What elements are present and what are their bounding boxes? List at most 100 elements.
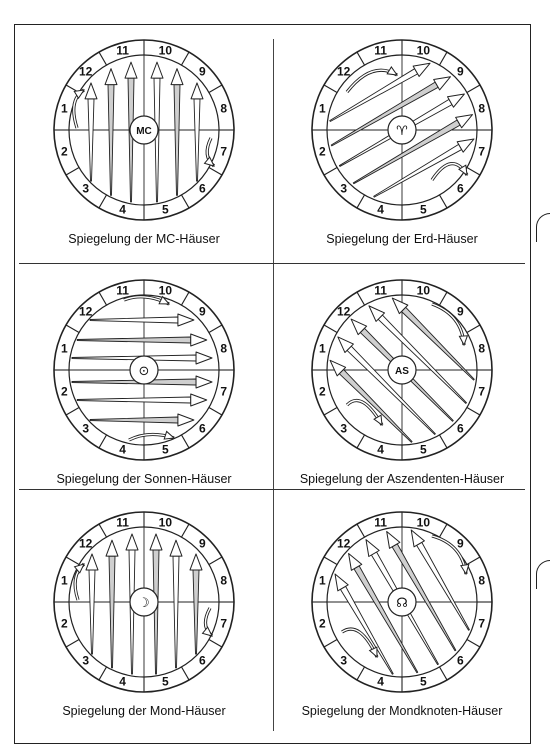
curved-arrow: [73, 562, 86, 601]
house-number-3: 3: [340, 181, 347, 195]
house-number-9: 9: [457, 305, 464, 319]
house-number-4: 4: [377, 675, 384, 689]
house-number-9: 9: [199, 537, 206, 551]
cusp-tick: [65, 639, 80, 648]
cusp-tick: [356, 51, 365, 66]
cusp-tick: [208, 84, 223, 93]
house-number-10: 10: [159, 283, 173, 297]
house-number-12: 12: [337, 537, 351, 551]
house-number-11: 11: [374, 43, 387, 57]
cusp-tick: [98, 523, 107, 538]
house-number-7: 7: [220, 384, 227, 398]
center-symbol: ⊙: [139, 364, 150, 379]
cusp-tick: [466, 407, 481, 416]
mirror-arrow: [386, 531, 457, 652]
house-number-4: 4: [119, 203, 126, 217]
cusp-tick: [65, 167, 80, 176]
cusp-tick: [356, 523, 365, 538]
mirror-arrow: [76, 393, 208, 407]
cusp-tick: [208, 407, 223, 416]
house-number-7: 7: [478, 144, 485, 158]
center-circle: [387, 587, 417, 617]
caption-as: Spiegelung der Aszendenten-Häuser: [299, 472, 505, 486]
house-number-1: 1: [319, 342, 326, 356]
house-number-7: 7: [220, 616, 227, 630]
house-number-3: 3: [340, 421, 347, 435]
house-number-10: 10: [159, 515, 173, 529]
house-number-2: 2: [61, 384, 68, 398]
cusp-tick: [439, 434, 448, 449]
curved-arrow: [345, 399, 384, 427]
cusp-tick: [439, 51, 448, 66]
caption-erd: Spiegelung der Erd-Häuser: [326, 232, 478, 246]
mirror-arrow: [76, 333, 208, 347]
row-divider-2: [19, 489, 525, 491]
cusp-tick: [439, 523, 448, 538]
house-number-2: 2: [61, 616, 68, 630]
cusp-tick: [323, 556, 338, 565]
cusp-tick: [98, 434, 107, 449]
house-number-4: 4: [119, 443, 126, 457]
house-number-1: 1: [61, 102, 68, 116]
column-divider: [273, 39, 274, 731]
cusp-tick: [181, 523, 190, 538]
house-number-6: 6: [457, 181, 464, 195]
house-number-8: 8: [478, 102, 485, 116]
cusp-tick: [65, 324, 80, 333]
cusp-tick: [65, 556, 80, 565]
house-number-5: 5: [162, 443, 169, 457]
cusp-tick: [323, 407, 338, 416]
house-number-2: 2: [319, 144, 326, 158]
house-number-4: 4: [377, 443, 384, 457]
mirror-arrow: [169, 539, 183, 669]
house-number-3: 3: [340, 653, 347, 667]
mirror-arrow: [150, 61, 164, 203]
house-number-6: 6: [199, 421, 206, 435]
cusp-tick: [208, 324, 223, 333]
curved-arrow: [72, 88, 86, 129]
cusp-tick: [181, 51, 190, 66]
house-number-9: 9: [457, 537, 464, 551]
house-number-5: 5: [420, 203, 427, 217]
house-number-2: 2: [319, 616, 326, 630]
center-circle: [387, 115, 417, 145]
mirror-arrow: [337, 336, 436, 435]
house-number-5: 5: [162, 203, 169, 217]
house-number-7: 7: [478, 616, 485, 630]
center-circle: [129, 355, 159, 385]
mirror-arrow: [329, 62, 431, 122]
mirror-arrow: [391, 297, 475, 381]
cusp-tick: [439, 194, 448, 209]
caption-knoten: Spiegelung der Mondknoten-Häuser: [301, 704, 503, 718]
cusp-tick: [466, 167, 481, 176]
house-number-10: 10: [417, 43, 431, 57]
house-number-8: 8: [220, 574, 227, 588]
cusp-tick: [208, 556, 223, 565]
house-number-12: 12: [79, 65, 93, 79]
caption-sonne: Spiegelung der Sonnen-Häuser: [56, 472, 232, 486]
center-circle: [129, 587, 159, 617]
mirror-arrow: [352, 114, 473, 185]
cusp-tick: [323, 167, 338, 176]
mirror-arrow: [330, 76, 451, 147]
mirror-arrow: [329, 359, 413, 443]
mirror-arrow: [373, 138, 475, 198]
center-symbol: AS: [395, 366, 409, 377]
cusp-tick: [356, 291, 365, 306]
house-number-7: 7: [478, 384, 485, 398]
house-number-11: 11: [116, 283, 129, 297]
house-number-6: 6: [457, 653, 464, 667]
house-number-7: 7: [220, 144, 227, 158]
cusp-tick: [439, 666, 448, 681]
mirror-arrow: [124, 61, 138, 203]
house-number-5: 5: [162, 675, 169, 689]
house-number-11: 11: [116, 515, 129, 529]
house-number-11: 11: [374, 515, 387, 529]
house-number-1: 1: [319, 102, 326, 116]
center-symbol: MC: [136, 126, 152, 137]
mirror-arrow: [84, 82, 98, 182]
